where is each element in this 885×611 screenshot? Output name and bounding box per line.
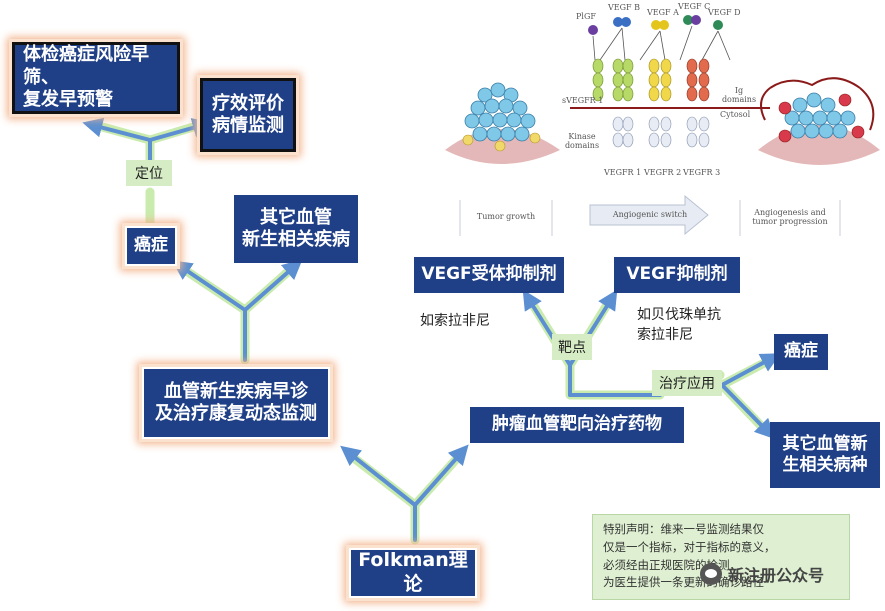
arrow-other-left — [243, 259, 303, 312]
other-diseases-right-box: 其它血管新 生相关病种 — [770, 422, 880, 488]
vegf-receptor-example: 如索拉非尼 — [420, 313, 490, 329]
arrow-to-efficacy — [148, 118, 213, 142]
treatment-use-label: 治疗应用 — [652, 370, 722, 396]
ligand-dots — [588, 15, 723, 35]
receptor-label-vegfr3: VEGFR 3 — [683, 168, 721, 177]
cancer-right-box: 癌症 — [774, 334, 828, 370]
ligand-label-vegfd: VEGF D — [708, 8, 741, 17]
watermark-text: 新注册公众号 — [728, 566, 825, 585]
receptor-red — [686, 58, 710, 102]
stage-arrow — [589, 194, 709, 236]
watermark: 新注册公众号 — [700, 560, 880, 588]
arrow-to-other-right — [720, 383, 775, 440]
drugs-box: 肿瘤血管靶向治疗药物 — [470, 407, 684, 443]
notice-line-2: 仅是一个指标，对于指标的意义， — [603, 539, 776, 554]
caption-tumor-growth: Tumor growth — [476, 212, 536, 221]
ig-domains-label: Ig domains — [721, 86, 757, 104]
vegf-receptor-box: VEGF受体抑制剂 — [414, 257, 564, 293]
ligand-label-vegfb: VEGF B — [608, 3, 640, 12]
vegf-inhibitor-box: VEGF抑制剂 — [614, 257, 740, 293]
cytosol-label: Cytosol — [720, 110, 751, 119]
arrow-to-drugs — [413, 444, 469, 507]
cancer-left-box: 癌症 — [125, 226, 177, 266]
special-notice: 特别声明：维来一号监测结果仅 仅是一个指标，对于指标的意义， 必须经由正规医院的… — [592, 514, 850, 600]
target-label: 靶点 — [552, 334, 592, 360]
tumor-cluster-left — [445, 82, 560, 164]
receptor-green — [592, 58, 634, 102]
arrow-cancer-left — [171, 260, 247, 312]
ligand-label-vegfa: VEGF A — [647, 8, 679, 17]
notice-line-1: 特别声明：维来一号监测结果仅 — [603, 522, 764, 536]
positioning-label: 定位 — [126, 160, 172, 186]
angiogenesis-illustration — [445, 15, 880, 236]
early-diagnosis-box: 血管新生疾病早诊 及治疗康复动态监测 — [142, 367, 330, 439]
arrow-to-screening — [82, 117, 152, 142]
wechat-icon — [700, 563, 722, 585]
caption-progression: Angiogenesis and tumor progression — [752, 208, 828, 226]
ligand-label-plgf: PlGF — [576, 12, 596, 21]
ligand-label-vegfc: VEGF C — [678, 2, 711, 11]
receptor-label-vegfr1: VEGFR 1 — [604, 168, 642, 177]
angiogenesis-figure: PlGF VEGF B VEGF A VEGF C VEGF D sVEGFR … — [440, 0, 885, 245]
kinase-domains-label: Kinase domains — [564, 132, 600, 150]
receptor-yellow — [648, 58, 672, 102]
receptor-label-vegfr2: VEGFR 2 — [644, 168, 682, 177]
kinase-domains — [612, 116, 710, 148]
vegf-inhibitor-example: 如贝伐珠单抗 索拉非尼 — [637, 307, 721, 344]
notice-line-4: 为医生提供一条更新的确诊路径 — [603, 575, 764, 590]
efficacy-box: 疗效评价 病情监测 — [200, 78, 296, 152]
arrow-to-cancer-right — [720, 353, 781, 387]
folkman-box: Folkman理论 — [349, 548, 477, 598]
notice-line-3: 必须经由正规医院的检测 — [603, 557, 730, 572]
other-diseases-left-box: 其它血管 新生相关疾病 — [234, 195, 358, 263]
caption-angiogenic-switch: Angiogenic switch — [612, 210, 688, 219]
arrow-to-early-diagnosis — [340, 445, 417, 507]
screening-box: 体检癌症风险早筛、 复发早预警 — [12, 42, 180, 114]
tumor-cluster-right — [758, 77, 880, 165]
receptor-label-svegfr1: sVEGFR 1 — [562, 96, 604, 105]
